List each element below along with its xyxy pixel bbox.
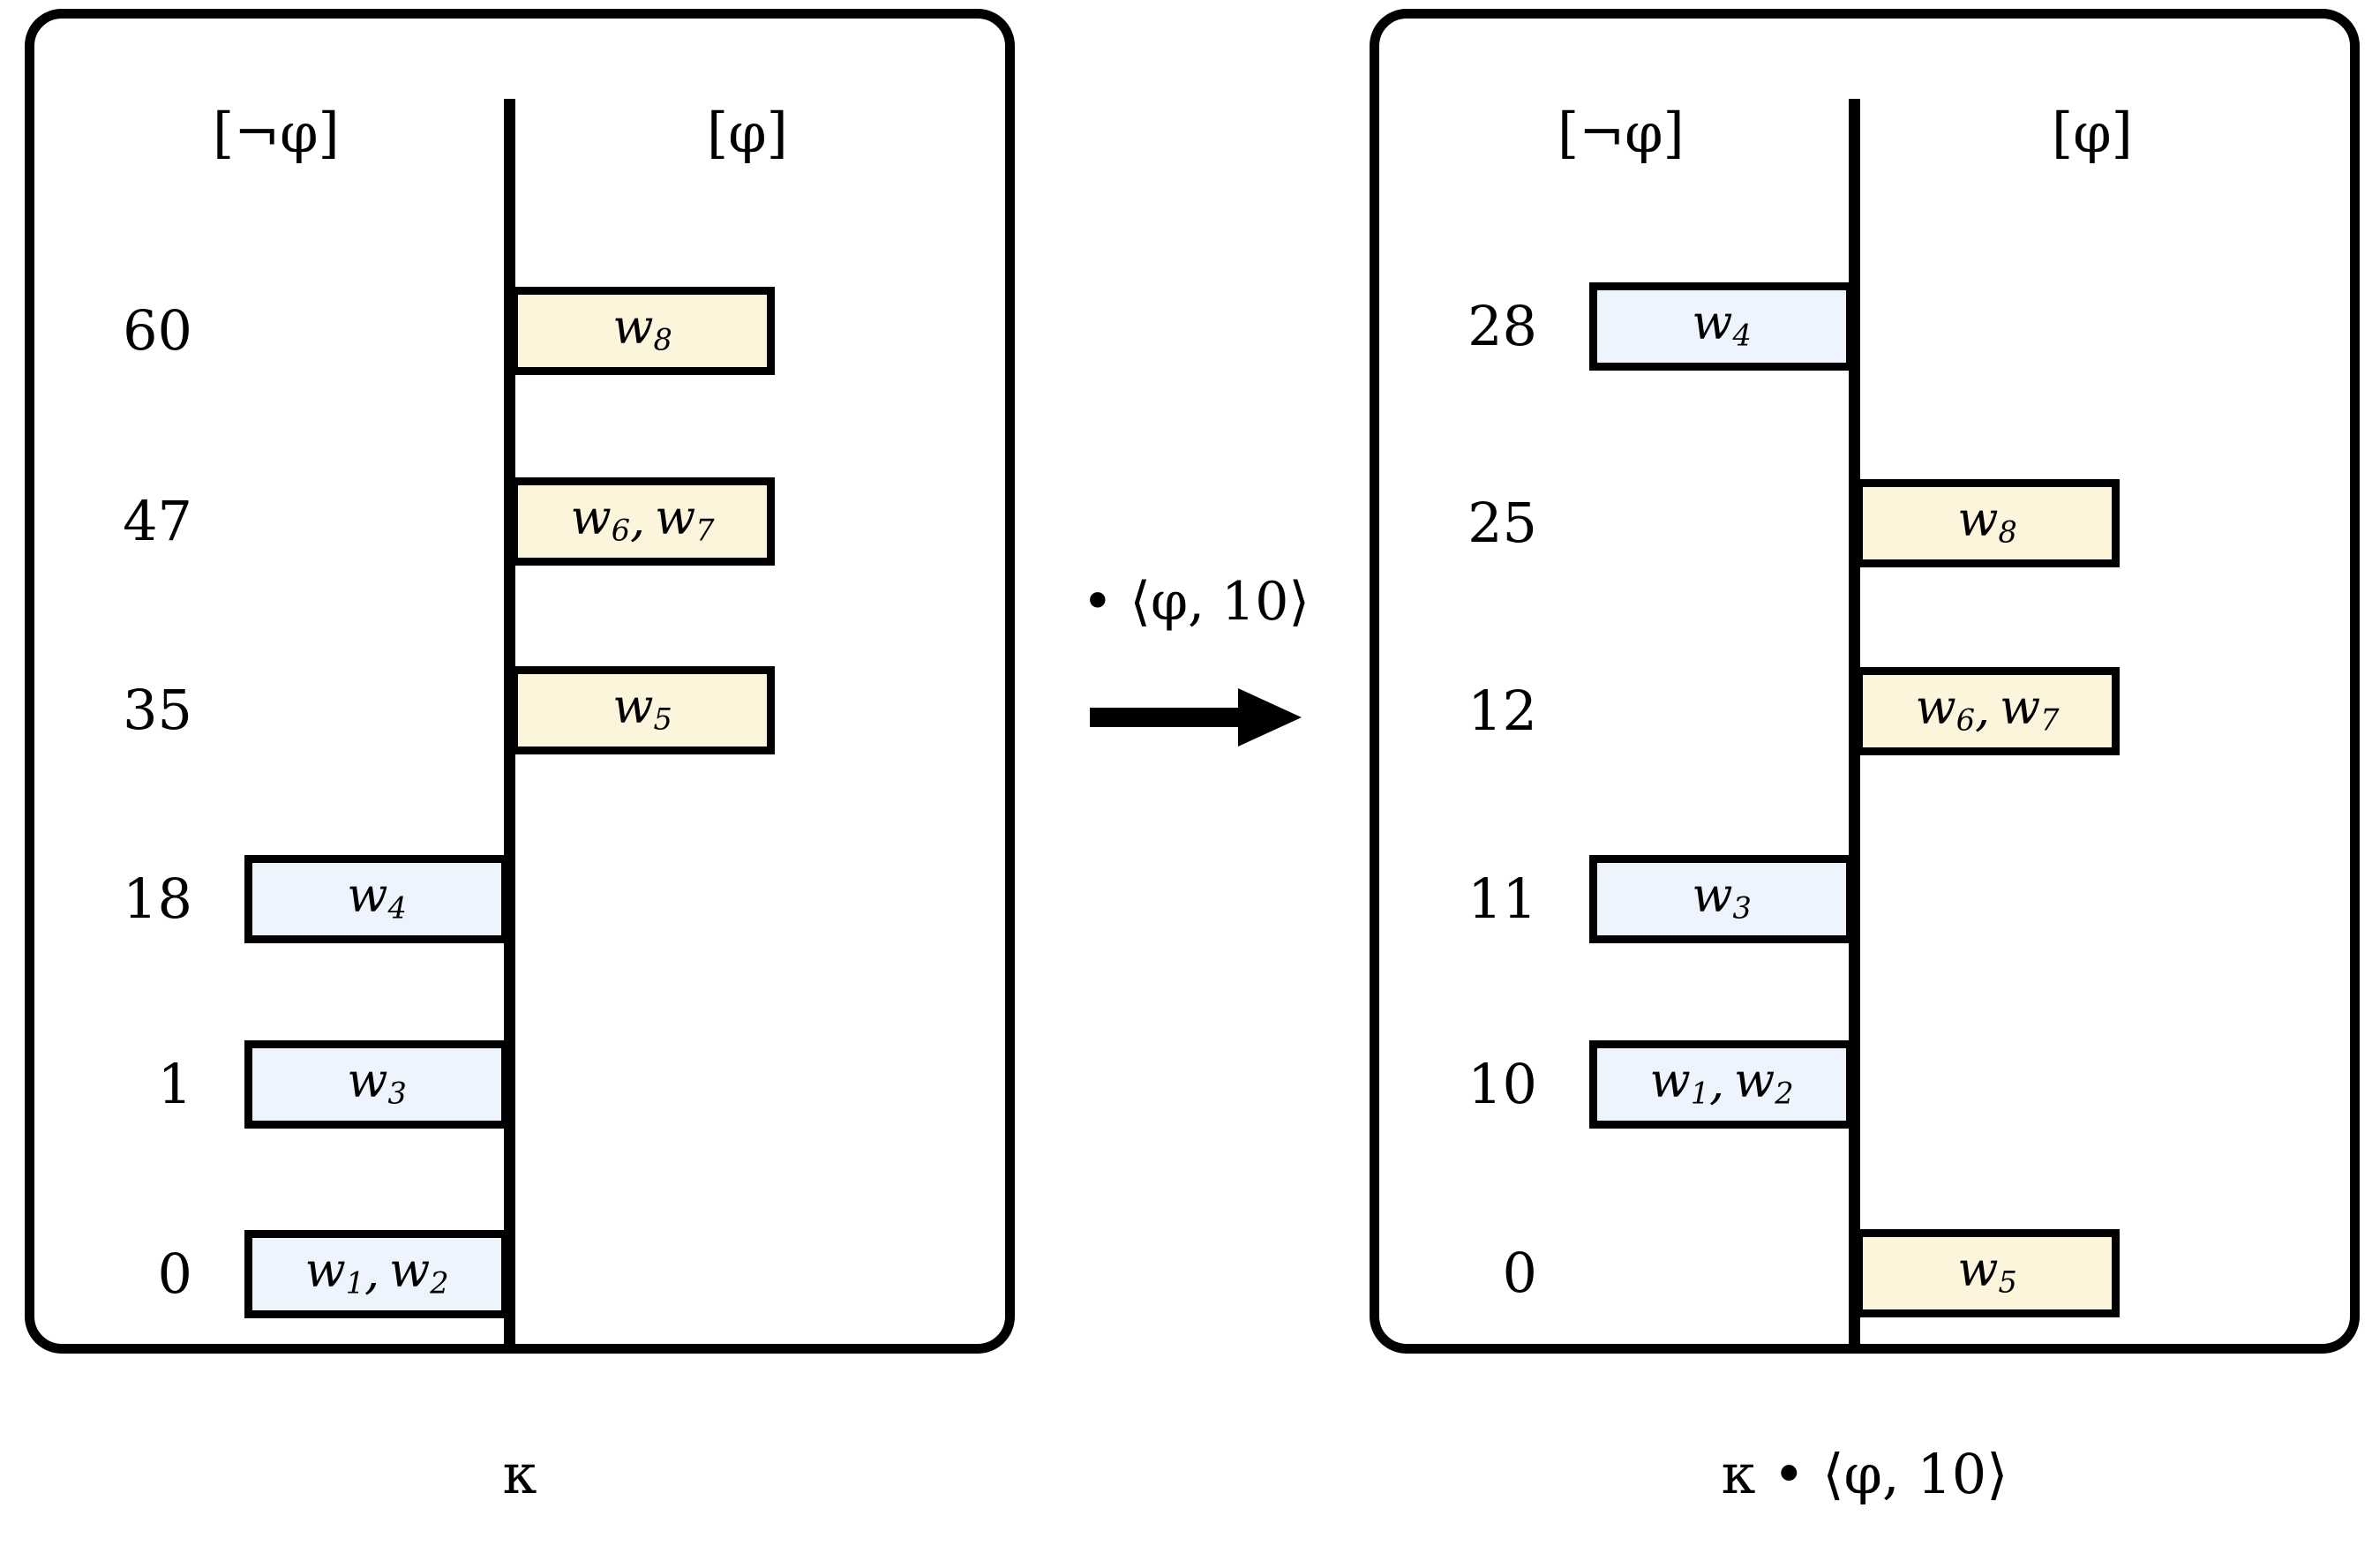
rank-label: 11 xyxy=(1467,867,1537,931)
caption-right: κ • ⟨φ, 10⟩ xyxy=(1721,1442,2008,1506)
column-header-not-phi-left: [¬φ] xyxy=(213,101,340,165)
column-header-phi-left: [φ] xyxy=(707,101,788,165)
rank-label: 18 xyxy=(123,867,192,931)
rank-label: 10 xyxy=(1467,1052,1537,1116)
world-box: w6, w7 xyxy=(1855,667,2120,755)
rank-label: 25 xyxy=(1467,491,1537,555)
rank-label: 60 xyxy=(123,298,192,363)
world-box: w1, w2 xyxy=(244,1230,509,1318)
world-box: w4 xyxy=(244,855,509,943)
world-box: w6, w7 xyxy=(510,477,775,566)
rank-label: 47 xyxy=(123,489,192,553)
rank-label: 28 xyxy=(1467,294,1537,358)
world-box: w4 xyxy=(1589,282,1854,371)
rank-label: 12 xyxy=(1467,679,1537,743)
panel-kappa-revised xyxy=(1370,9,2360,1354)
column-header-not-phi-right: [¬φ] xyxy=(1558,101,1685,165)
axis-divider-right xyxy=(1849,99,1860,1346)
revision-annotation: • ⟨φ, 10⟩ xyxy=(1082,571,1310,633)
axis-divider-left xyxy=(504,99,515,1346)
rank-label: 0 xyxy=(157,1242,192,1306)
rank-label: 0 xyxy=(1502,1241,1537,1305)
world-box: w3 xyxy=(244,1040,509,1129)
world-box: w8 xyxy=(1855,479,2120,567)
world-box: w1, w2 xyxy=(1589,1040,1854,1129)
column-header-phi-right: [φ] xyxy=(2052,101,2133,165)
world-box: w5 xyxy=(510,666,775,754)
rank-label: 1 xyxy=(157,1052,192,1116)
world-box: w8 xyxy=(510,287,775,375)
caption-left: κ xyxy=(502,1442,537,1506)
world-box: w5 xyxy=(1855,1229,2120,1317)
world-box: w3 xyxy=(1589,855,1854,943)
rank-label: 35 xyxy=(123,678,192,742)
right-arrow-icon xyxy=(1090,688,1302,746)
